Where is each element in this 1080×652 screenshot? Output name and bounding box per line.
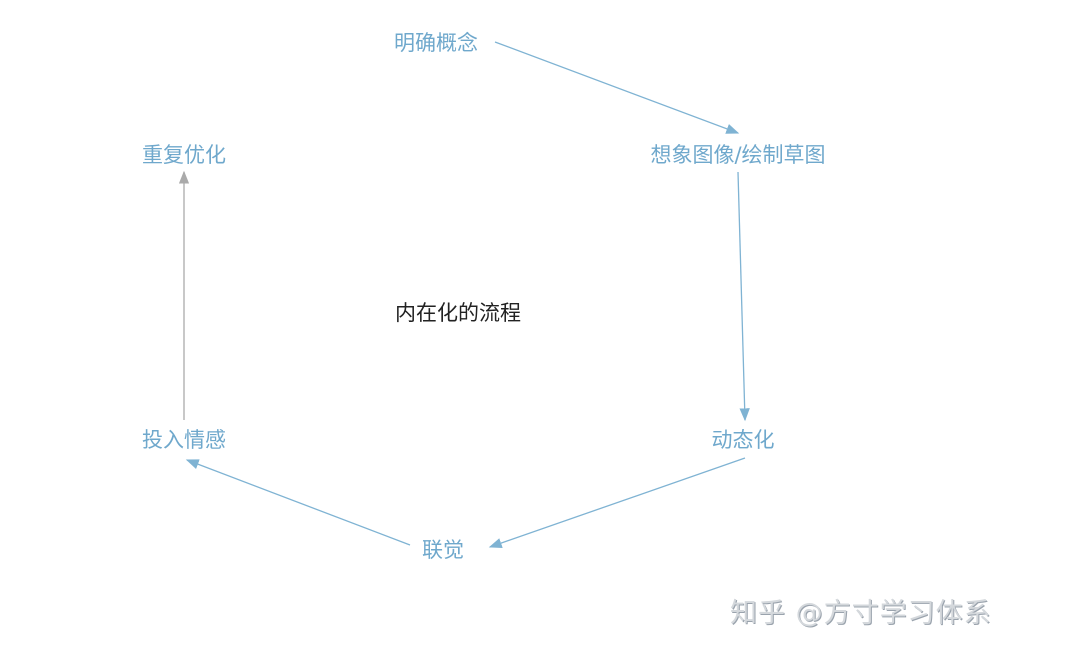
arrow-image-to-dynamic xyxy=(737,171,750,422)
node-imagine-sketch: 想象图像/绘制草图 xyxy=(650,143,826,167)
node-dynamic: 动态化 xyxy=(711,428,775,452)
node-optimize: 重复优化 xyxy=(142,143,226,167)
node-synesthesia: 联觉 xyxy=(422,538,464,562)
node-emotion: 投入情感 xyxy=(142,428,226,452)
watermark: 知乎 @方寸学习体系 xyxy=(730,598,992,629)
arrow-dynamic-to-synesthesia xyxy=(488,457,746,549)
arrow-concept-to-image xyxy=(494,41,740,134)
arrow-synesthesia-to-emotion xyxy=(185,459,411,546)
node-clarify-concept: 明确概念 xyxy=(394,31,478,55)
diagram-title: 内在化的流程 xyxy=(395,301,521,325)
